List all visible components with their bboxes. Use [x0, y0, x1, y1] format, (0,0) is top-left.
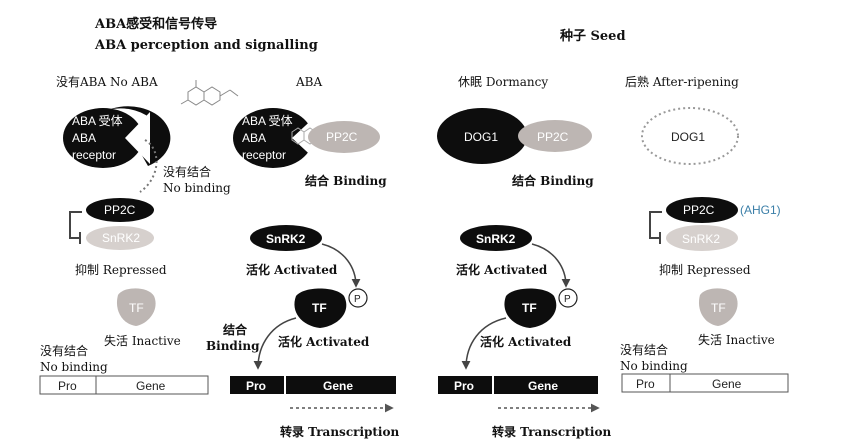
- receptor-label-3: receptor: [242, 148, 286, 162]
- inhibit-bracket: [69, 211, 82, 239]
- binding-label: 结合 Binding: [512, 173, 594, 188]
- no-binding-zh: 没有结合: [163, 164, 211, 179]
- pp2c-oval: [86, 198, 154, 222]
- snrk2-oval: [250, 225, 322, 251]
- header-dormancy: 休眠 Dormancy: [458, 75, 548, 89]
- binding-en: Binding: [206, 339, 260, 353]
- snrk2-oval: [460, 225, 532, 251]
- aba-molecule-icon: [180, 80, 239, 106]
- tf-inactive-label: TF: [711, 301, 726, 315]
- pp2c-label: PP2C: [683, 203, 715, 217]
- pp2c-oval: [308, 121, 380, 153]
- activation-arrow: [531, 243, 571, 288]
- tf-inactive-label: TF: [129, 301, 144, 315]
- tf-active-label: TF: [312, 301, 327, 315]
- binding-label: 结合 Binding: [305, 173, 387, 188]
- panel-after-ripening: 后熟 After-ripening DOG1 PP2C (AHG1) SnRK2…: [620, 74, 789, 393]
- panel-aba: ABA ABA 受体 ABA receptor PP2C 结合 Binding …: [206, 75, 399, 439]
- snrk2-label: SnRK2: [102, 231, 140, 245]
- activated-label: 活化 Activated: [456, 262, 548, 277]
- dog1-label: DOG1: [464, 130, 498, 144]
- gene-box: [95, 375, 209, 395]
- title-en: ABA perception and signalling: [94, 38, 318, 53]
- receptor-pocket: [292, 114, 318, 162]
- tf-active-shape: [504, 288, 557, 328]
- promoter-label: Pro: [454, 379, 474, 393]
- tf-active-label: TF: [522, 301, 537, 315]
- gene-box: [669, 373, 789, 393]
- snrk2-label: SnRK2: [682, 232, 720, 246]
- no-binding-en: No binding: [620, 359, 688, 373]
- activated2-label: 活化 Activated: [278, 334, 370, 349]
- receptor-label-2: ABA: [72, 131, 96, 145]
- gene-box: [286, 376, 396, 394]
- gene-box: [494, 376, 598, 394]
- header-no-aba: 没有ABA No ABA: [56, 74, 158, 89]
- snrk2-label: SnRK2: [266, 232, 306, 246]
- transcription-label: 转录 Transcription: [280, 424, 399, 439]
- gene-label: Gene: [528, 379, 558, 393]
- header-after-ripening: 后熟 After-ripening: [625, 74, 739, 89]
- snrk2-oval: [86, 226, 154, 250]
- receptor-label-1: ABA 受体: [72, 114, 123, 128]
- dog1-label: DOG1: [671, 130, 705, 144]
- dog1-absent-oval: [641, 107, 739, 165]
- no-binding-en: No binding: [163, 181, 231, 195]
- phosphate-circle: [558, 288, 578, 308]
- gene-label: Gene: [136, 379, 166, 393]
- no-binding-curve: [139, 139, 158, 193]
- tf-active-shape: [294, 288, 347, 328]
- aba-receptor-body: [63, 108, 143, 168]
- binding-zh: 结合: [223, 322, 248, 337]
- dog1-oval: [437, 108, 527, 164]
- promoter-label: Pro: [58, 379, 77, 393]
- promoter-label: Pro: [246, 379, 266, 393]
- gene-label: Gene: [323, 379, 353, 393]
- header-aba: ABA: [295, 75, 322, 89]
- tf-binding-arrow: [253, 317, 297, 370]
- tf-binding-arrow: [461, 317, 507, 370]
- inactive-label: 失活 Inactive: [698, 332, 775, 347]
- gene-label: Gene: [712, 377, 742, 391]
- receptor-pocket: [125, 112, 150, 164]
- no-binding2-zh: 没有结合: [40, 343, 88, 358]
- receptor-label-1: ABA 受体: [242, 114, 293, 128]
- no-binding-zh: 没有结合: [620, 342, 668, 357]
- phosphate-label: P: [354, 294, 361, 305]
- aba-receptor-body: [233, 108, 313, 168]
- tf-inactive-shape: [698, 288, 738, 326]
- repressed-label: 抑制 Repressed: [659, 262, 751, 277]
- activation-arrow: [321, 243, 361, 288]
- receptor-label-3: receptor: [72, 148, 116, 162]
- snrk2-oval: [666, 225, 738, 251]
- snrk2-label: SnRK2: [476, 232, 516, 246]
- pp2c-oval: [666, 197, 738, 223]
- phosphate-circle: [348, 288, 368, 308]
- promoter-box: [230, 376, 284, 394]
- phosphate-label: P: [564, 294, 571, 305]
- pp2c-label: PP2C: [326, 130, 358, 144]
- promoter-box: [438, 376, 492, 394]
- panel-dormancy: 休眠 Dormancy DOG1 PP2C 结合 Binding SnRK2 活…: [437, 75, 611, 439]
- pp2c-label: PP2C: [104, 203, 136, 217]
- activated-label: 活化 Activated: [246, 262, 338, 277]
- ahg1-label: (AHG1): [740, 203, 781, 217]
- inactive-label: 失活 Inactive: [104, 333, 181, 348]
- tf-inactive-shape: [116, 288, 156, 326]
- repressed-label: 抑制 Repressed: [75, 262, 167, 277]
- activated2-label: 活化 Activated: [480, 334, 572, 349]
- inhibit-bracket: [649, 211, 662, 239]
- pp2c-oval: [518, 120, 592, 152]
- pp2c-label: PP2C: [537, 130, 569, 144]
- receptor-label-2: ABA: [242, 131, 266, 145]
- title-zh: ABA感受和信号传导: [94, 16, 217, 32]
- no-binding2-en: No binding: [40, 360, 108, 374]
- panel-no-aba: 没有ABA No ABA ABA 受体 ABA receptor 没有结合 No…: [39, 74, 239, 395]
- transcription-label: 转录 Transcription: [492, 424, 611, 439]
- seed-title: 种子 Seed: [559, 28, 626, 44]
- promoter-label: Pro: [636, 377, 655, 391]
